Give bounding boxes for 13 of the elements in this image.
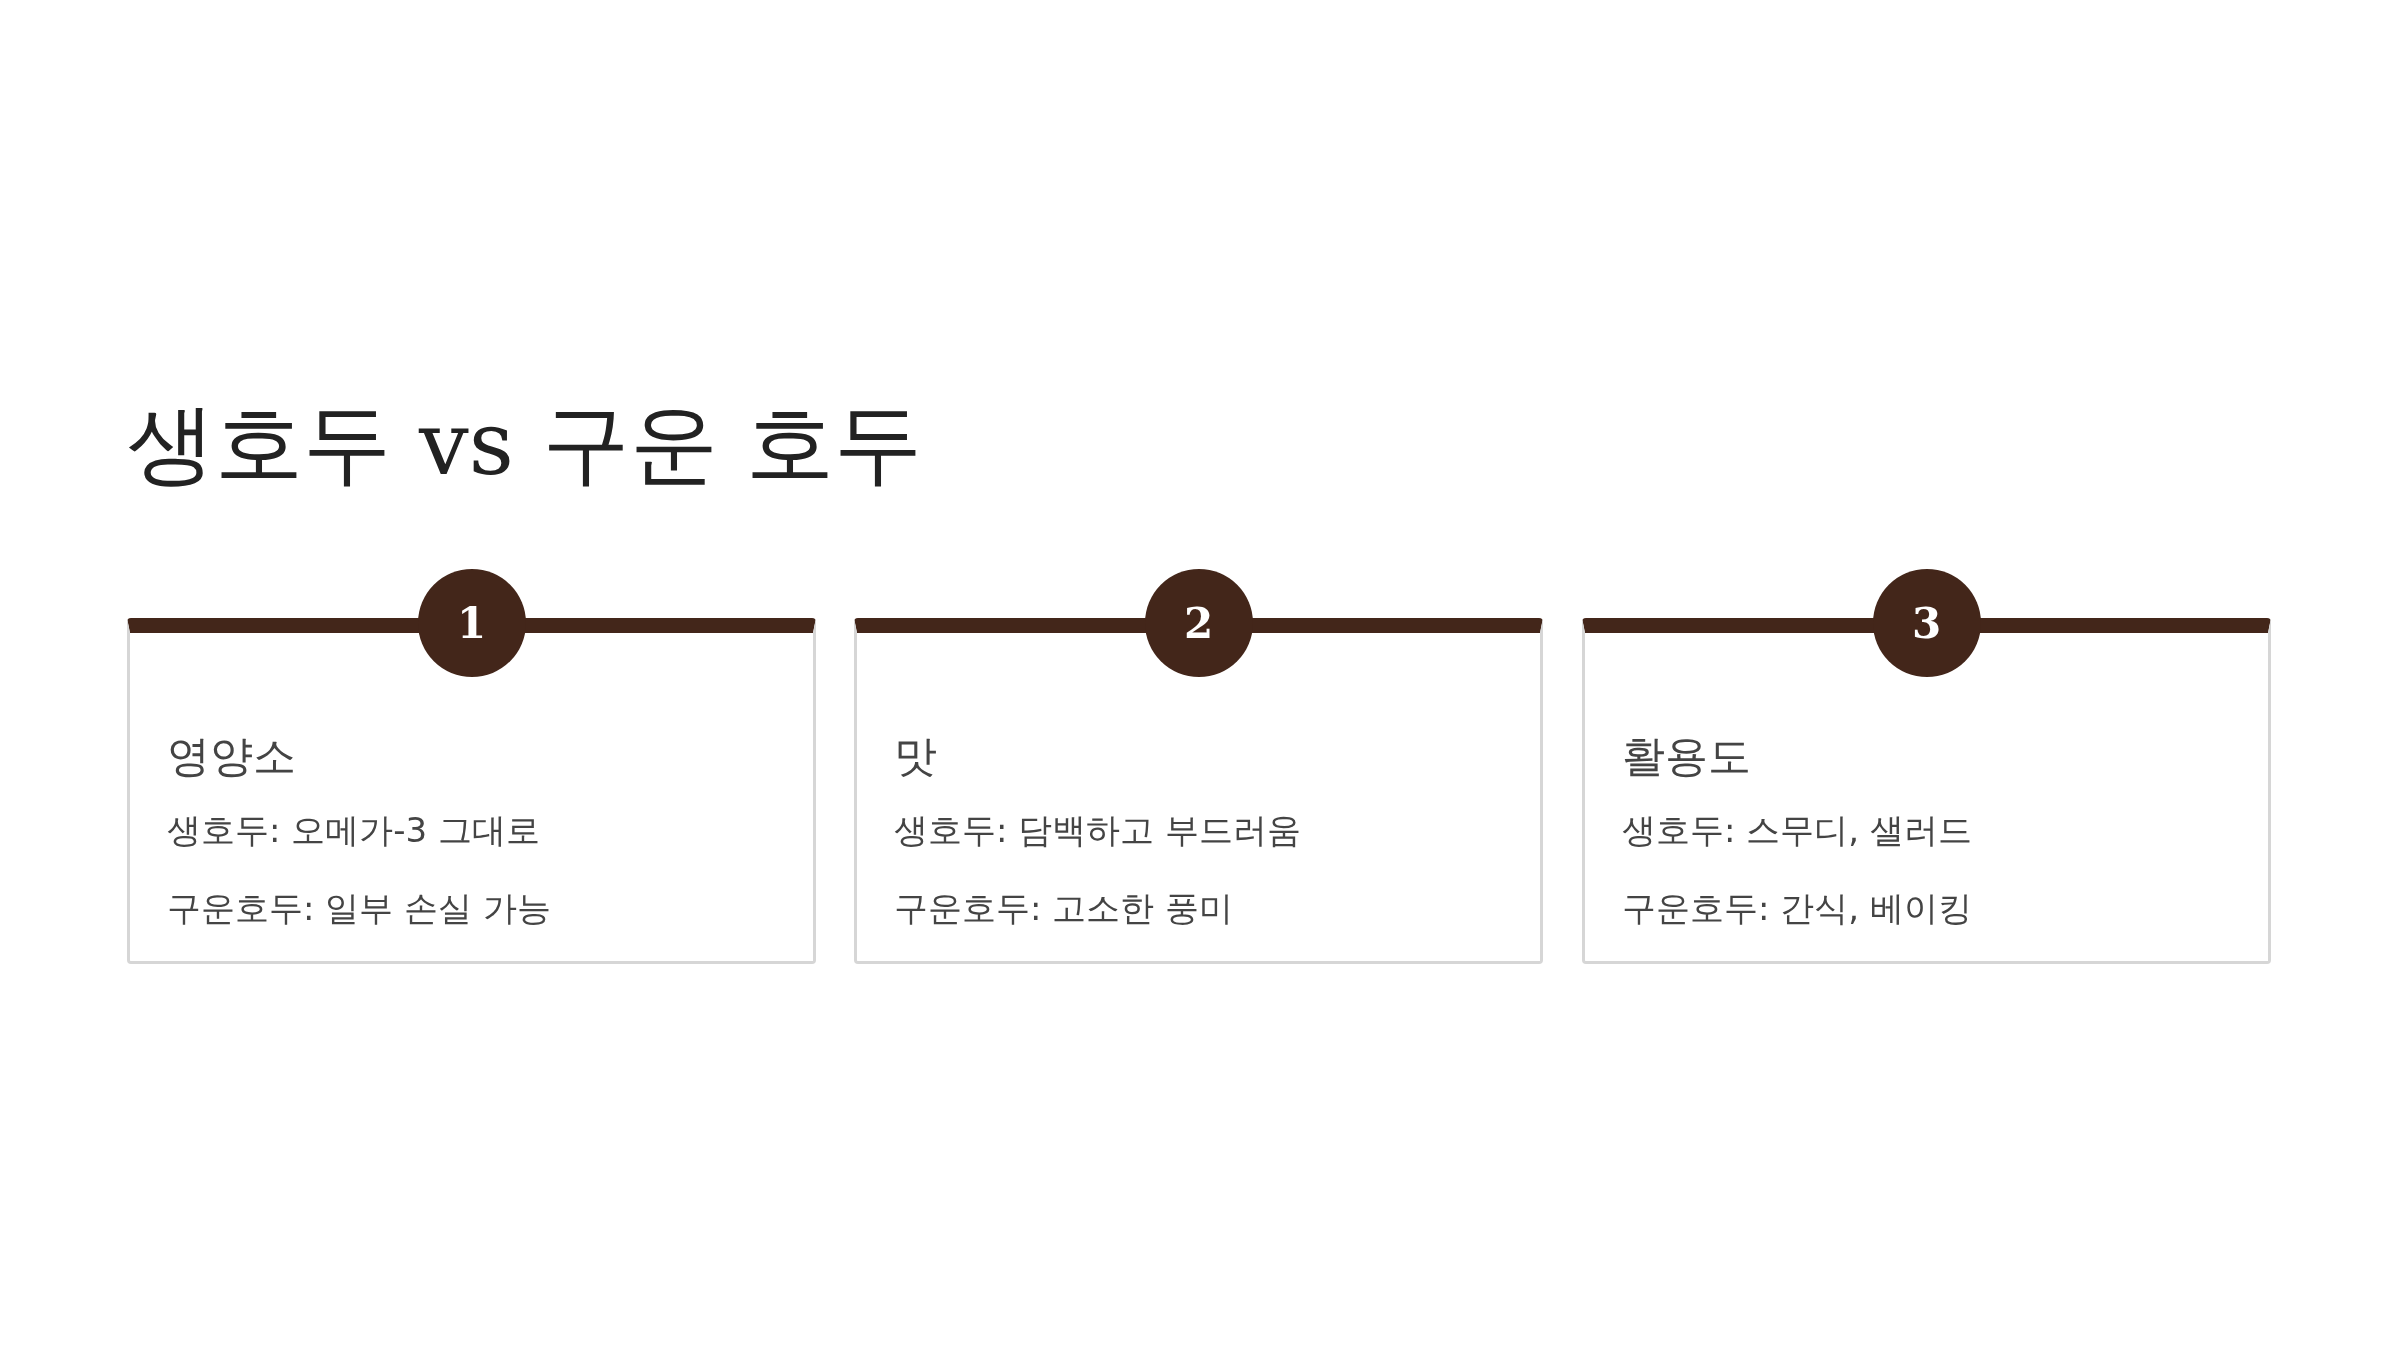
card-heading: 맛	[894, 730, 937, 783]
step-number-circle: 3	[1872, 569, 1981, 677]
step-number-circle: 1	[417, 569, 526, 677]
card-text: 생호두: 스무디, 샐러드	[1622, 809, 1972, 852]
card-heading: 활용도	[1622, 730, 1751, 783]
card-text: 구운호두: 일부 손실 가능	[167, 887, 551, 930]
title: 생호두 vs 구운 호두	[127, 391, 922, 497]
card-text: 생호두: 담백하고 부드러움	[894, 809, 1302, 852]
card-text: 구운호두: 고소한 풍미	[894, 887, 1234, 930]
card-text: 생호두: 오메가-3 그대로	[167, 809, 540, 852]
card-heading: 영양소	[167, 730, 296, 783]
card-text: 구운호두: 간식, 베이킹	[1622, 887, 1972, 930]
step-number-circle: 2	[1144, 569, 1253, 677]
